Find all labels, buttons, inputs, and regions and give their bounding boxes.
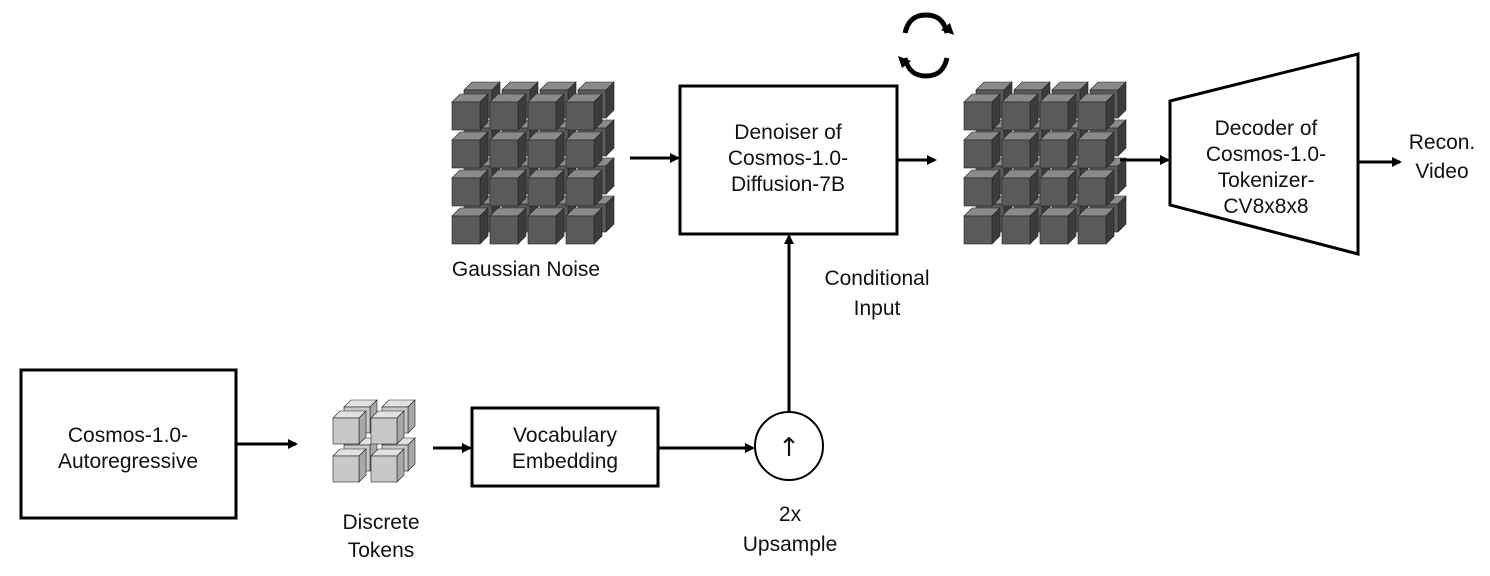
cube: [370, 410, 405, 445]
vocabulary-embedding-label-line1: Vocabulary: [513, 424, 617, 447]
up-arrow-icon: ↑: [778, 433, 800, 463]
cube: [1039, 169, 1077, 207]
cube: [1001, 207, 1039, 245]
cube: [527, 169, 565, 207]
cube: [1077, 131, 1115, 169]
cube: [963, 207, 1001, 245]
cube: [565, 169, 603, 207]
autoregressive-label-line2: Autoregressive: [58, 450, 198, 473]
cube: [451, 207, 489, 245]
cube: [963, 169, 1001, 207]
cube: [963, 93, 1001, 131]
gaussian-noise-label: Gaussian Noise: [452, 258, 600, 281]
cube: [451, 93, 489, 131]
decoder-label-line3: Tokenizer-: [1218, 169, 1315, 192]
denoised-latent-cube-grid: [963, 81, 1127, 245]
cube: [332, 448, 367, 483]
cube: [370, 448, 405, 483]
cube: [565, 207, 603, 245]
denoiser-label-line1: Denoiser of: [734, 121, 842, 144]
upsample-label-line1: 2x: [779, 503, 802, 526]
cube: [1001, 93, 1039, 131]
cube: [527, 93, 565, 131]
cube: [565, 93, 603, 131]
upsample-label-line2: Upsample: [743, 533, 838, 556]
cube: [451, 169, 489, 207]
autoregressive-label-line1: Cosmos-1.0-: [68, 424, 188, 447]
cube: [1077, 207, 1115, 245]
cube: [451, 131, 489, 169]
vocabulary-embedding-box: Vocabulary Embedding: [470, 406, 660, 488]
cube: [527, 207, 565, 245]
loop-icon: [898, 12, 954, 79]
output-label-line2: Video: [1415, 160, 1468, 183]
cube: [1039, 131, 1077, 169]
conditional-input-label-line1: Conditional: [824, 267, 929, 290]
cube: [489, 169, 527, 207]
vocabulary-embedding-label-line2: Embedding: [512, 450, 618, 473]
cube: [489, 207, 527, 245]
conditional-input-label-line2: Input: [854, 297, 901, 320]
cube: [332, 410, 367, 445]
discrete-tokens-label-line2: Tokens: [348, 539, 415, 562]
output-label-line1: Recon.: [1409, 131, 1476, 154]
cube: [1077, 169, 1115, 207]
denoiser-box: Denoiser of Cosmos-1.0- Diffusion-7B: [678, 84, 899, 236]
denoiser-label-line3: Diffusion-7B: [731, 173, 845, 196]
decoder-box: Decoder of Cosmos-1.0- Tokenizer- CV8x8x…: [1168, 52, 1360, 256]
cube: [489, 131, 527, 169]
autoregressive-box: Cosmos-1.0- Autoregressive: [19, 368, 238, 520]
upsample-node: ↑: [754, 411, 824, 481]
cube: [1001, 169, 1039, 207]
cube: [963, 131, 1001, 169]
cube: [1039, 93, 1077, 131]
decoder-label-line1: Decoder of: [1215, 117, 1318, 140]
denoiser-label-line2: Cosmos-1.0-: [728, 147, 848, 170]
discrete-tokens-cube-grid: [332, 399, 416, 483]
cube: [489, 93, 527, 131]
cube: [527, 131, 565, 169]
cube: [1001, 131, 1039, 169]
cube: [1077, 93, 1115, 131]
discrete-tokens-label-line1: Discrete: [342, 511, 419, 534]
decoder-label-line4: CV8x8x8: [1223, 195, 1308, 218]
gaussian-noise-cube-grid: [451, 81, 615, 245]
decoder-label-line2: Cosmos-1.0-: [1206, 143, 1326, 166]
cube: [1039, 207, 1077, 245]
cube: [565, 131, 603, 169]
